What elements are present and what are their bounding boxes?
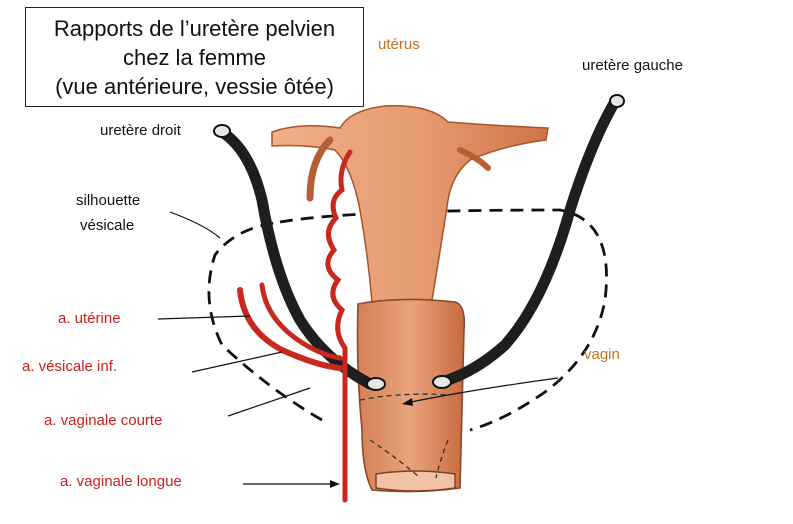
title-box: Rapports de l’uretère pelvien chez la fe… <box>25 7 364 107</box>
label-a-vaginale-courte: a. vaginale courte <box>44 412 163 429</box>
leader-lines <box>157 211 559 417</box>
title-line-2: chez la femme <box>122 44 267 70</box>
label-a-vesicale-inf: a. vésicale inf. <box>22 358 118 375</box>
label-uterus: utérus <box>378 36 420 53</box>
right-tube <box>457 147 491 171</box>
label-a-vaginale-longue: a. vaginale longue <box>60 473 182 490</box>
arrow-vagin-head <box>402 398 413 406</box>
vagina-opening <box>375 470 456 492</box>
vagina-dashed-lines <box>359 393 451 479</box>
vesical-artery <box>237 287 343 371</box>
label-vesicale: vésicale <box>80 217 135 234</box>
label-a-uterine: a. utérine <box>58 310 121 327</box>
label-uretere-gauche: uretère gauche <box>582 57 683 74</box>
label-uretere-droit: uretère droit <box>100 122 181 139</box>
vaginal-short-artery <box>259 282 343 361</box>
uterine-artery <box>325 149 353 503</box>
title-line-1: Rapports de l’uretère pelvien <box>53 15 336 41</box>
uterus <box>271 105 549 303</box>
arrow-vaginale-longue <box>243 480 340 488</box>
left-tube <box>306 136 334 202</box>
label-silhouette: silhouette <box>76 192 141 209</box>
title-line-3: (vue antérieure, vessie ôtée) <box>55 73 334 99</box>
label-vagin: vagin <box>584 346 620 363</box>
ureter-left <box>436 94 622 388</box>
